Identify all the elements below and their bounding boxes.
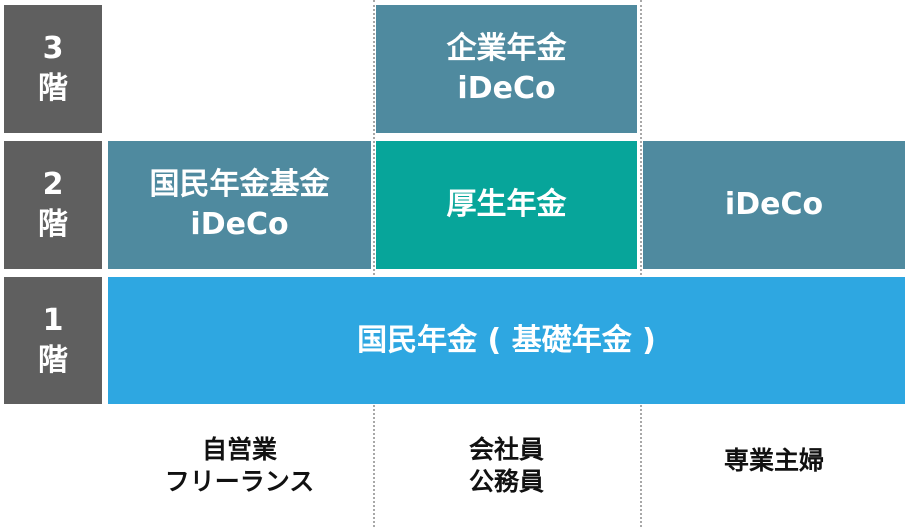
category-housewife: 専業主婦 [643, 418, 905, 504]
floor-unit: 階 [38, 342, 68, 378]
column-divider-right [640, 0, 642, 527]
category-line: フリーランス [164, 467, 315, 496]
category-line: 自営業 [201, 435, 277, 464]
floor-number: 2 [42, 167, 64, 202]
employees-pension-block: 厚生年金 [376, 141, 637, 269]
floor-unit: 階 [38, 207, 68, 242]
corporate-pension-block: 企業年金 iDeCo [376, 5, 637, 133]
category-employee: 会社員 公務員 [376, 418, 637, 514]
block-title: iDeCo [724, 187, 824, 222]
floor-number: 3 [42, 31, 64, 66]
block-title: 厚生年金 [446, 187, 567, 222]
floor-label-1: 1 階 [4, 277, 102, 404]
block-title: 国民年金 ( 基礎年金 ) [357, 322, 656, 358]
block-title: 企業年金 [446, 31, 567, 66]
floor-label-3: 3 階 [4, 5, 102, 133]
floor-number: 1 [42, 302, 64, 338]
housewife-ideco-block: iDeCo [643, 141, 905, 269]
category-line: 公務員 [468, 467, 544, 496]
national-pension-block: 国民年金 ( 基礎年金 ) [108, 277, 905, 404]
national-pension-fund-block: 国民年金基金 iDeCo [108, 141, 371, 269]
category-line: 専業主婦 [723, 446, 824, 475]
floor-label-2: 2 階 [4, 141, 102, 269]
column-divider-left [373, 0, 375, 527]
category-line: 会社員 [468, 435, 544, 464]
block-title: 国民年金基金 [149, 167, 330, 202]
category-self-employed: 自営業 フリーランス [108, 418, 371, 514]
floor-unit: 階 [38, 71, 68, 106]
block-subtitle: iDeCo [190, 207, 289, 242]
block-subtitle: iDeCo [457, 71, 556, 106]
